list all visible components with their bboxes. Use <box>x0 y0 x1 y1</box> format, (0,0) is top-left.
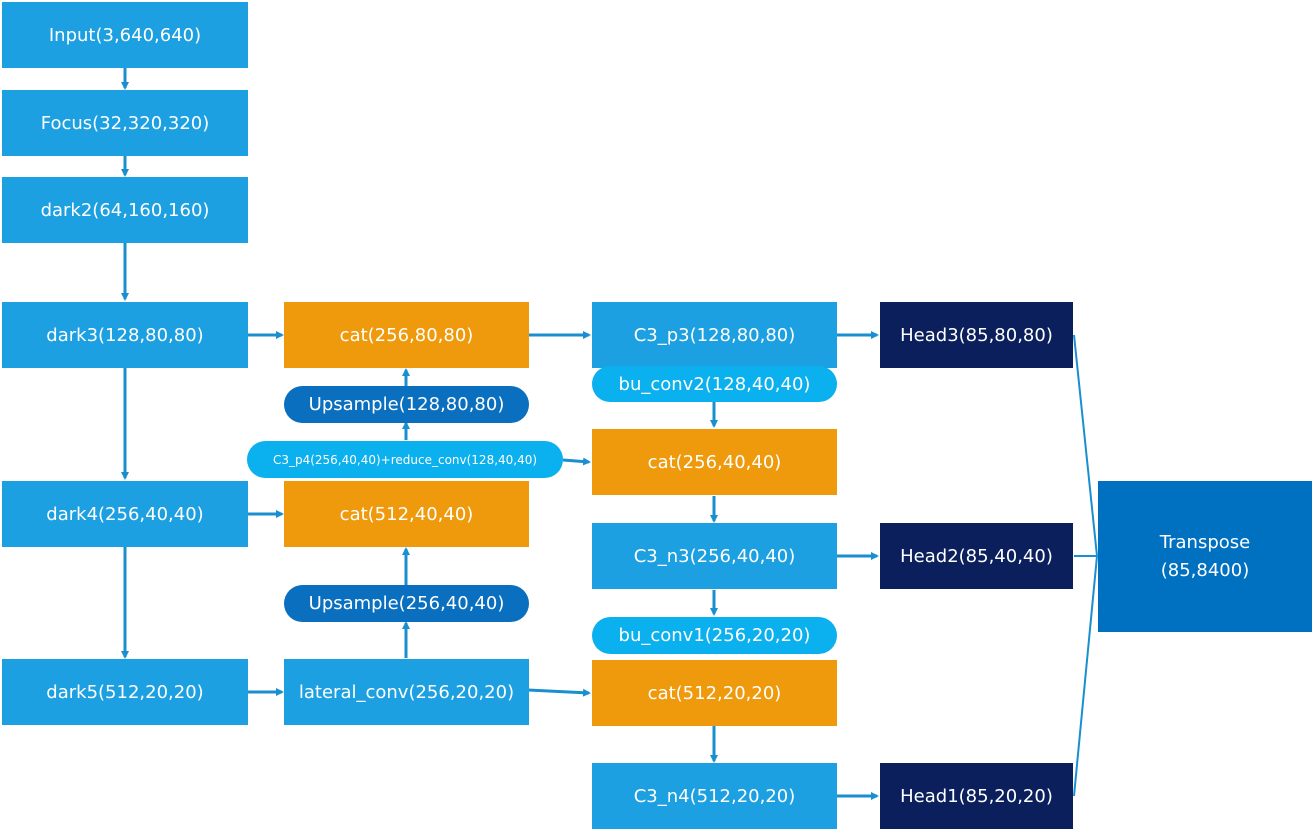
dark5-node: dark5(512,20,20) <box>2 659 248 725</box>
bu-conv2-node: bu_conv2(128,40,40) <box>592 366 837 402</box>
head2-node: Head2(85,40,40) <box>880 523 1073 589</box>
cat-n3-node: cat(256,40,40) <box>592 429 837 495</box>
cat-p4-node: cat(512,40,40) <box>284 481 529 547</box>
lateral-conv-node: lateral_conv(256,20,20) <box>284 659 529 725</box>
transpose-title: Transpose <box>1159 531 1251 553</box>
upsample-p3-node: Upsample(128,80,80) <box>284 386 529 423</box>
head3-node: Head3(85,80,80) <box>880 302 1073 368</box>
c3-n3-node: C3_n3(256,40,40) <box>592 523 837 589</box>
bu-conv1-node: bu_conv1(256,20,20) <box>592 617 837 654</box>
input-node: Input(3,640,640) <box>2 2 248 68</box>
c3p4-reduce-conv-node: C3_p4(256,40,40)+reduce_conv(128,40,40) <box>247 441 563 478</box>
transpose-node: Transpose (85,8400) <box>1098 481 1312 632</box>
dark2-node: dark2(64,160,160) <box>2 177 248 243</box>
line-head3-to-transpose <box>1073 334 1098 557</box>
cat-p3-node: cat(256,80,80) <box>284 302 529 368</box>
dark4-node: dark4(256,40,40) <box>2 481 248 547</box>
line-head1-to-transpose <box>1073 555 1098 797</box>
arrow-lateral-to-cat-n4 <box>527 688 591 697</box>
arrow-c3p4-to-cat-n3 <box>562 457 591 466</box>
focus-node: Focus(32,320,320) <box>2 90 248 156</box>
cat-n4-node: cat(512,20,20) <box>592 660 837 726</box>
head1-node: Head1(85,20,20) <box>880 763 1073 829</box>
dark3-node: dark3(128,80,80) <box>2 302 248 368</box>
c3-p3-node: C3_p3(128,80,80) <box>592 302 837 368</box>
upsample-p4-node: Upsample(256,40,40) <box>284 585 529 622</box>
c3-n4-node: C3_n4(512,20,20) <box>592 763 837 829</box>
transpose-shape: (85,8400) <box>1160 559 1250 581</box>
